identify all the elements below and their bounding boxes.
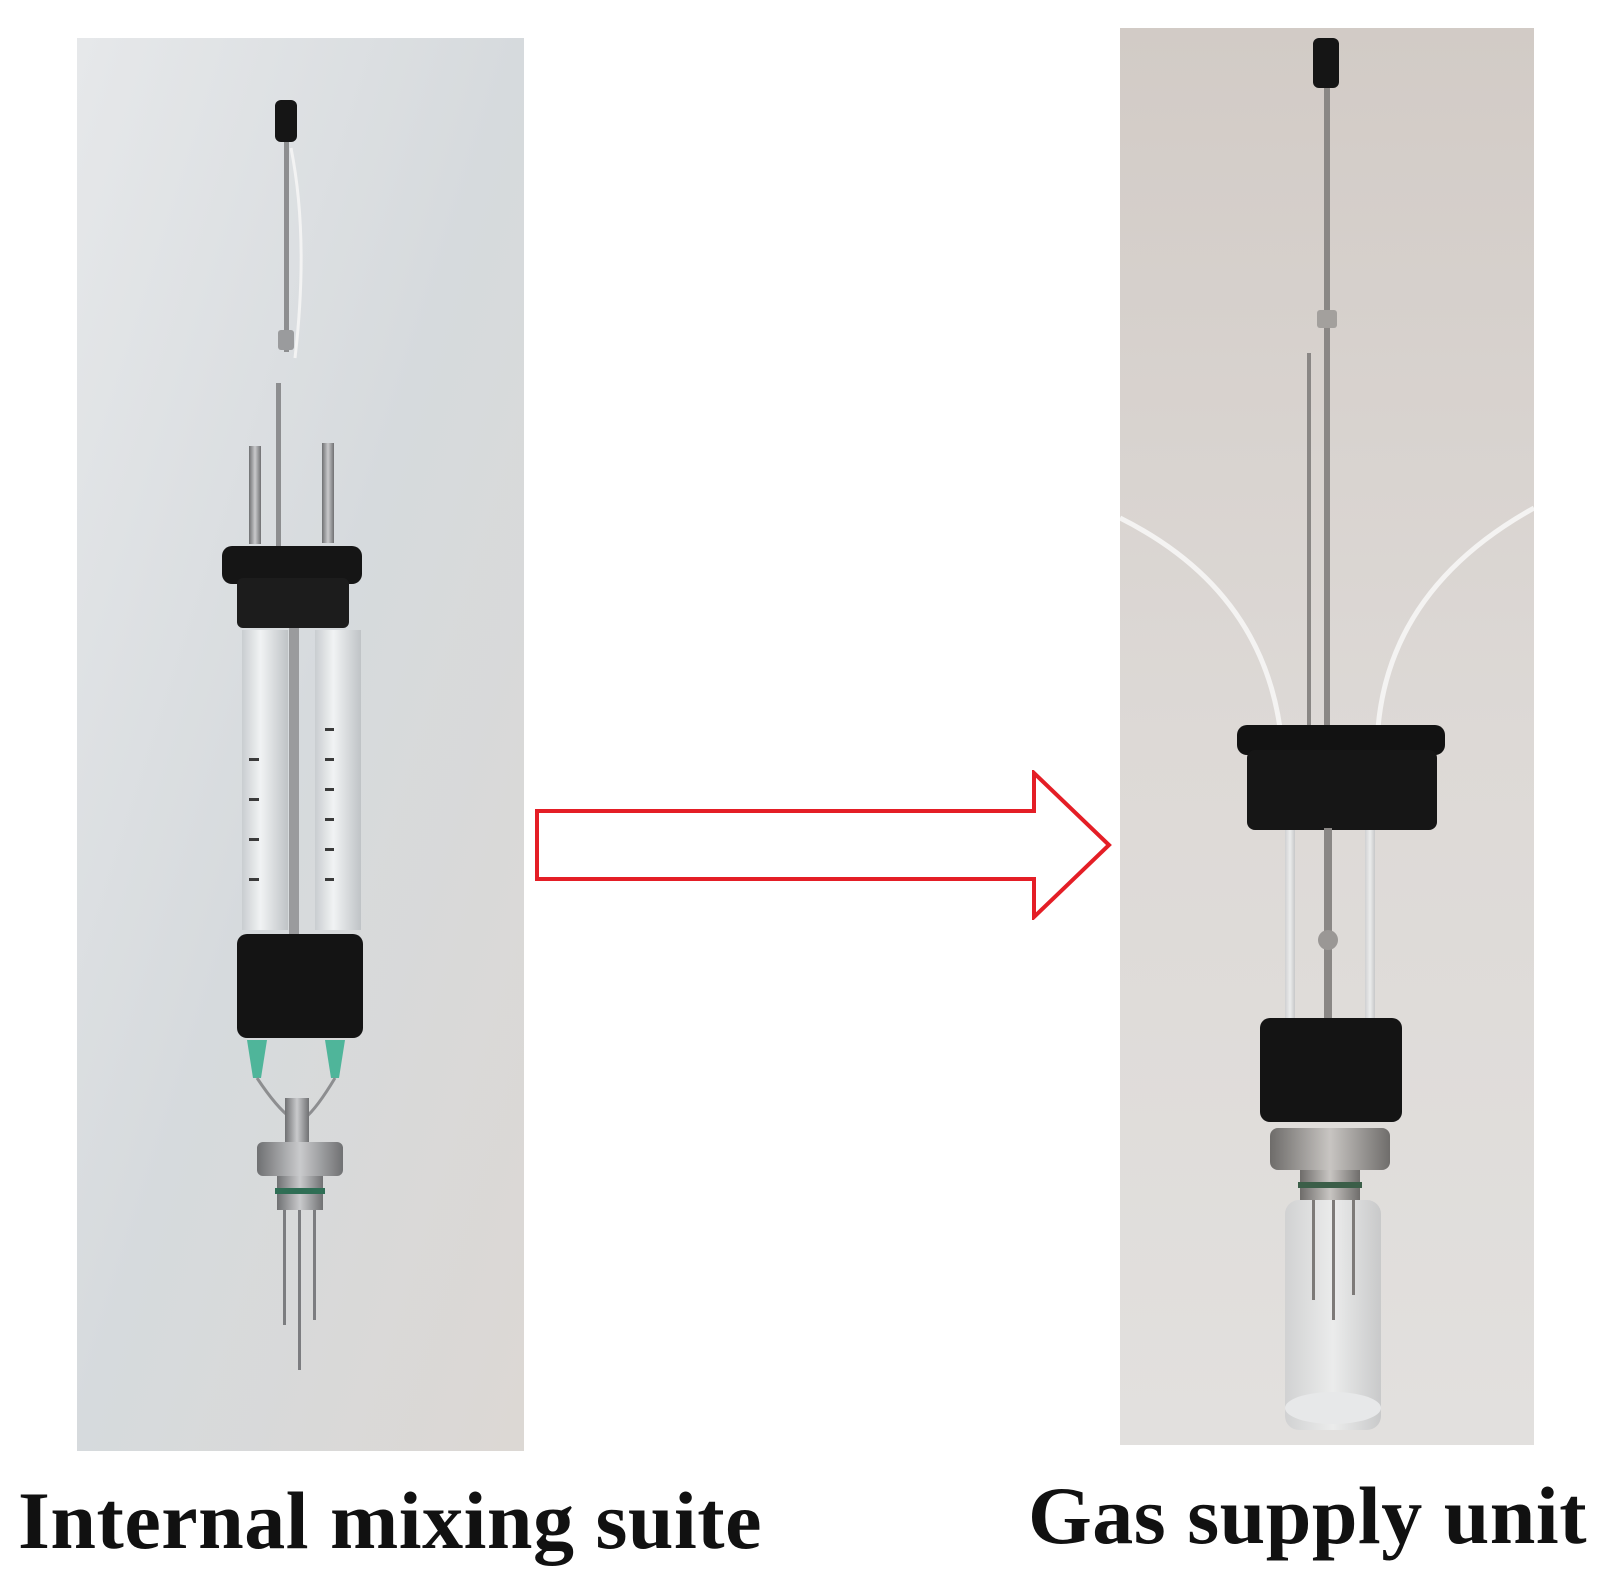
gas-supply-unit-caption: Gas supply unit	[1028, 1470, 1587, 1561]
gas-supply-unit-photo	[1120, 28, 1534, 1445]
arrow-right-icon	[534, 770, 1114, 920]
internal-mixing-suite-caption: Internal mixing suite	[18, 1475, 762, 1566]
internal-mixing-suite-photo	[77, 38, 524, 1451]
